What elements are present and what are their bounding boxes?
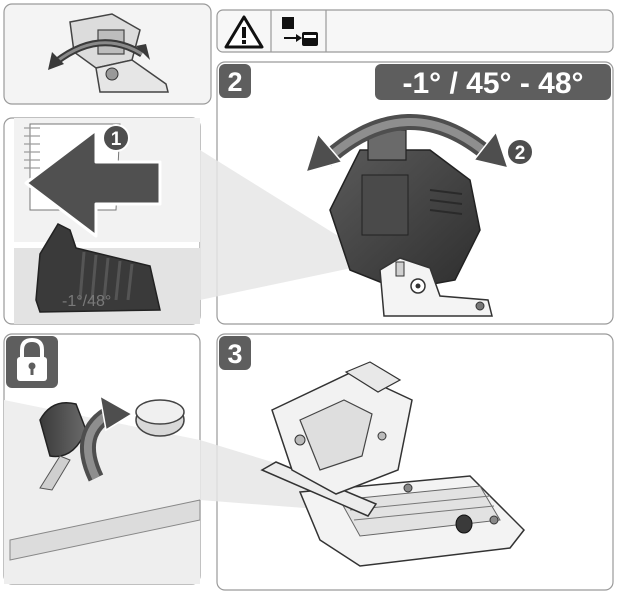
step3-content: 3	[219, 336, 525, 567]
step2-content: 2 -1° / 45° - 48°	[219, 64, 611, 317]
svg-text:2: 2	[227, 67, 242, 97]
warning-icon	[224, 15, 264, 49]
lock-detail-panel	[3, 333, 201, 585]
header-strip	[216, 9, 614, 53]
thumbnail-panel	[3, 3, 212, 105]
callout-wedge-top	[200, 150, 380, 300]
step-badge-2: 2	[219, 64, 251, 98]
svg-text:2: 2	[515, 143, 526, 164]
sub-step-badge-1: 1	[102, 124, 130, 152]
saw-motor-unit	[329, 129, 493, 317]
angle-range-banner: -1° / 45° - 48°	[375, 64, 611, 100]
unplug-battery-icon	[282, 17, 318, 46]
svg-text:3: 3	[227, 339, 242, 369]
tilt-double-arrow	[304, 114, 510, 174]
sub-step-badge-2: 2	[506, 138, 534, 166]
angle-range-text: -1° / 45° - 48°	[402, 67, 583, 100]
lock-rotate-arrow	[80, 394, 134, 482]
step-badge-3: 3	[219, 336, 251, 370]
saw-assembly-step3	[260, 361, 525, 567]
push-left-arrow	[24, 128, 162, 238]
detail-panel-step1: -1°/48° 1	[3, 117, 201, 325]
lock-icon	[6, 336, 58, 388]
svg-text:1: 1	[111, 129, 122, 150]
angle-scale-text: -1°/48°	[62, 293, 111, 310]
